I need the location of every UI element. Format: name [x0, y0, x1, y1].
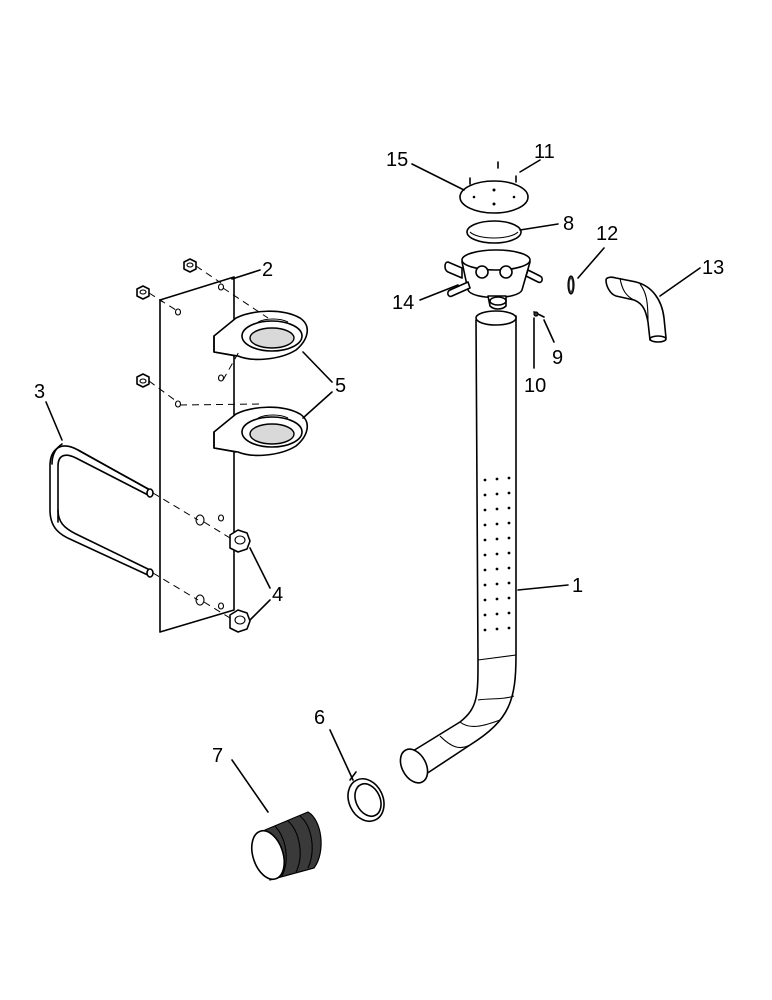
callout-3: 3	[34, 381, 45, 403]
lower-clamp	[179, 403, 308, 457]
callout-9: 9	[552, 347, 563, 369]
callout-13: 13	[702, 257, 724, 279]
callout-5: 5	[335, 375, 346, 397]
tube-perforations	[483, 476, 511, 632]
elbow-hose	[605, 276, 667, 343]
small-screw	[533, 311, 545, 318]
hex-nut-upper	[203, 521, 251, 553]
leader-4a	[249, 547, 271, 589]
filter-cartridge	[250, 811, 322, 881]
hex-nut-lower	[203, 601, 251, 633]
leader-7	[231, 759, 269, 813]
leader-8	[519, 223, 559, 231]
callout-11: 11	[534, 141, 555, 163]
leader-11	[519, 159, 541, 173]
leader-14	[419, 284, 459, 301]
leader-1	[517, 584, 569, 591]
leader-2	[231, 269, 261, 280]
callout-6: 6	[314, 707, 325, 729]
leader-13	[659, 267, 701, 297]
long-tube	[399, 310, 517, 784]
leader-12	[577, 247, 605, 279]
leader-9	[543, 319, 555, 343]
gasket	[466, 220, 522, 244]
callout-1: 1	[572, 575, 583, 597]
callout-10: 10	[524, 375, 546, 397]
hose-clamp	[347, 771, 385, 822]
leader-3	[45, 401, 63, 441]
leader-6	[329, 729, 354, 781]
callout-15: 15	[386, 149, 408, 171]
o-ring	[567, 275, 575, 295]
cap-plate	[459, 161, 529, 214]
callout-12: 12	[596, 223, 618, 245]
leader-5b	[302, 391, 333, 419]
callout-2: 2	[262, 259, 273, 281]
u-bolt	[49, 443, 199, 601]
leader-4b	[249, 599, 271, 621]
valve-body	[444, 249, 543, 310]
top-nuts	[136, 258, 222, 402]
callout-7: 7	[212, 745, 223, 767]
leader-5a	[302, 351, 333, 383]
mounting-plate	[159, 276, 235, 633]
upper-clamp	[213, 287, 308, 381]
callout-14: 14	[392, 292, 414, 314]
leader-15	[411, 163, 465, 191]
callout-8: 8	[563, 213, 574, 235]
plate-holes	[174, 283, 225, 610]
callout-4: 4	[272, 584, 283, 606]
